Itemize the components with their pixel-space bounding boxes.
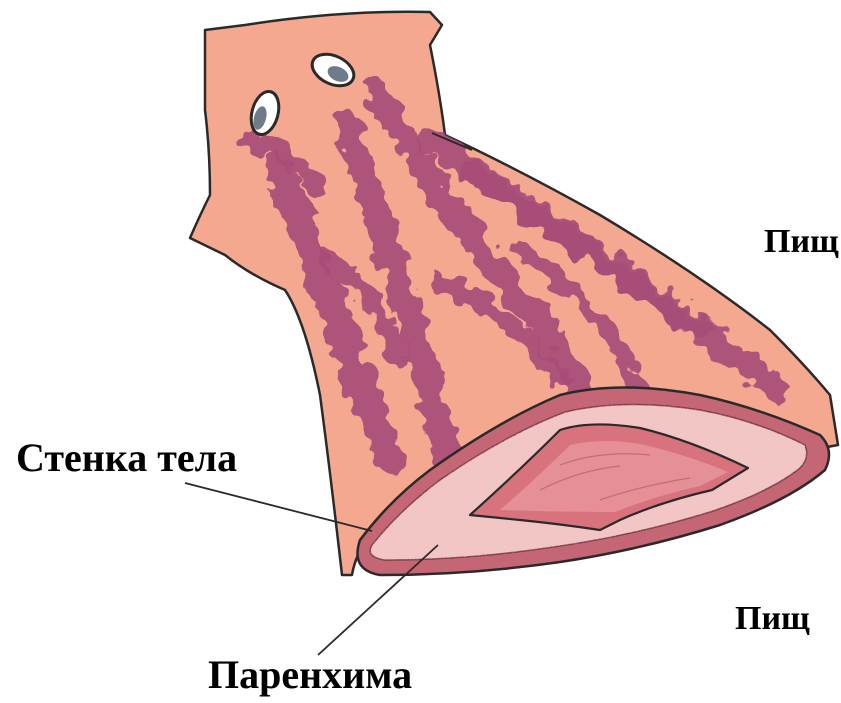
label-parenchyma: Паренхима (208, 655, 412, 695)
label-body-wall: Стенка тела (16, 438, 237, 478)
label-right-top: Пищ (764, 225, 839, 259)
label-right-bottom: Пищ (735, 602, 810, 636)
